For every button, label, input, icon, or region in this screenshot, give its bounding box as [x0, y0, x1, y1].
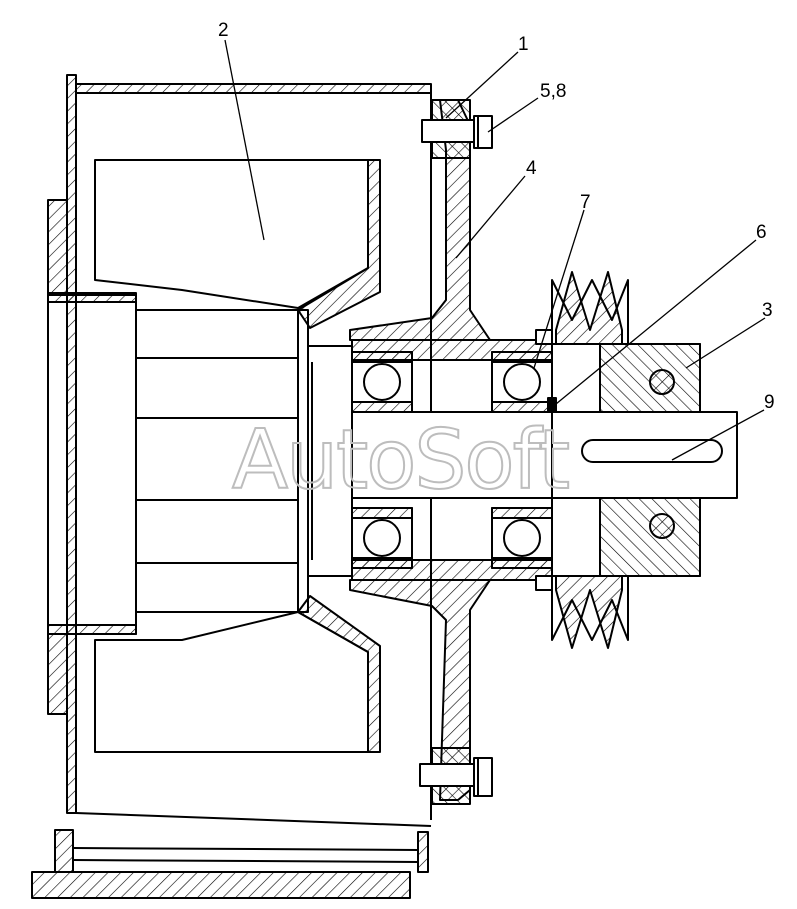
bearing-left	[351, 351, 413, 569]
callout-7: 7	[580, 192, 591, 213]
callout-9: 9	[764, 392, 775, 413]
bolt-top	[421, 115, 493, 149]
impeller	[47, 159, 381, 753]
pulley	[535, 271, 701, 649]
bolt-bottom	[419, 757, 493, 797]
callout-4: 4	[526, 158, 537, 179]
base-frame	[31, 829, 429, 899]
callout-1: 1	[518, 34, 529, 55]
shaft	[351, 411, 738, 499]
callout-6: 6	[756, 222, 767, 243]
watermark: AutoSoft	[232, 413, 569, 508]
callout-5-8: 5,8	[540, 81, 566, 102]
callout-2: 2	[218, 20, 229, 41]
callout-3: 3	[762, 300, 773, 321]
leader-lines	[224, 39, 766, 461]
